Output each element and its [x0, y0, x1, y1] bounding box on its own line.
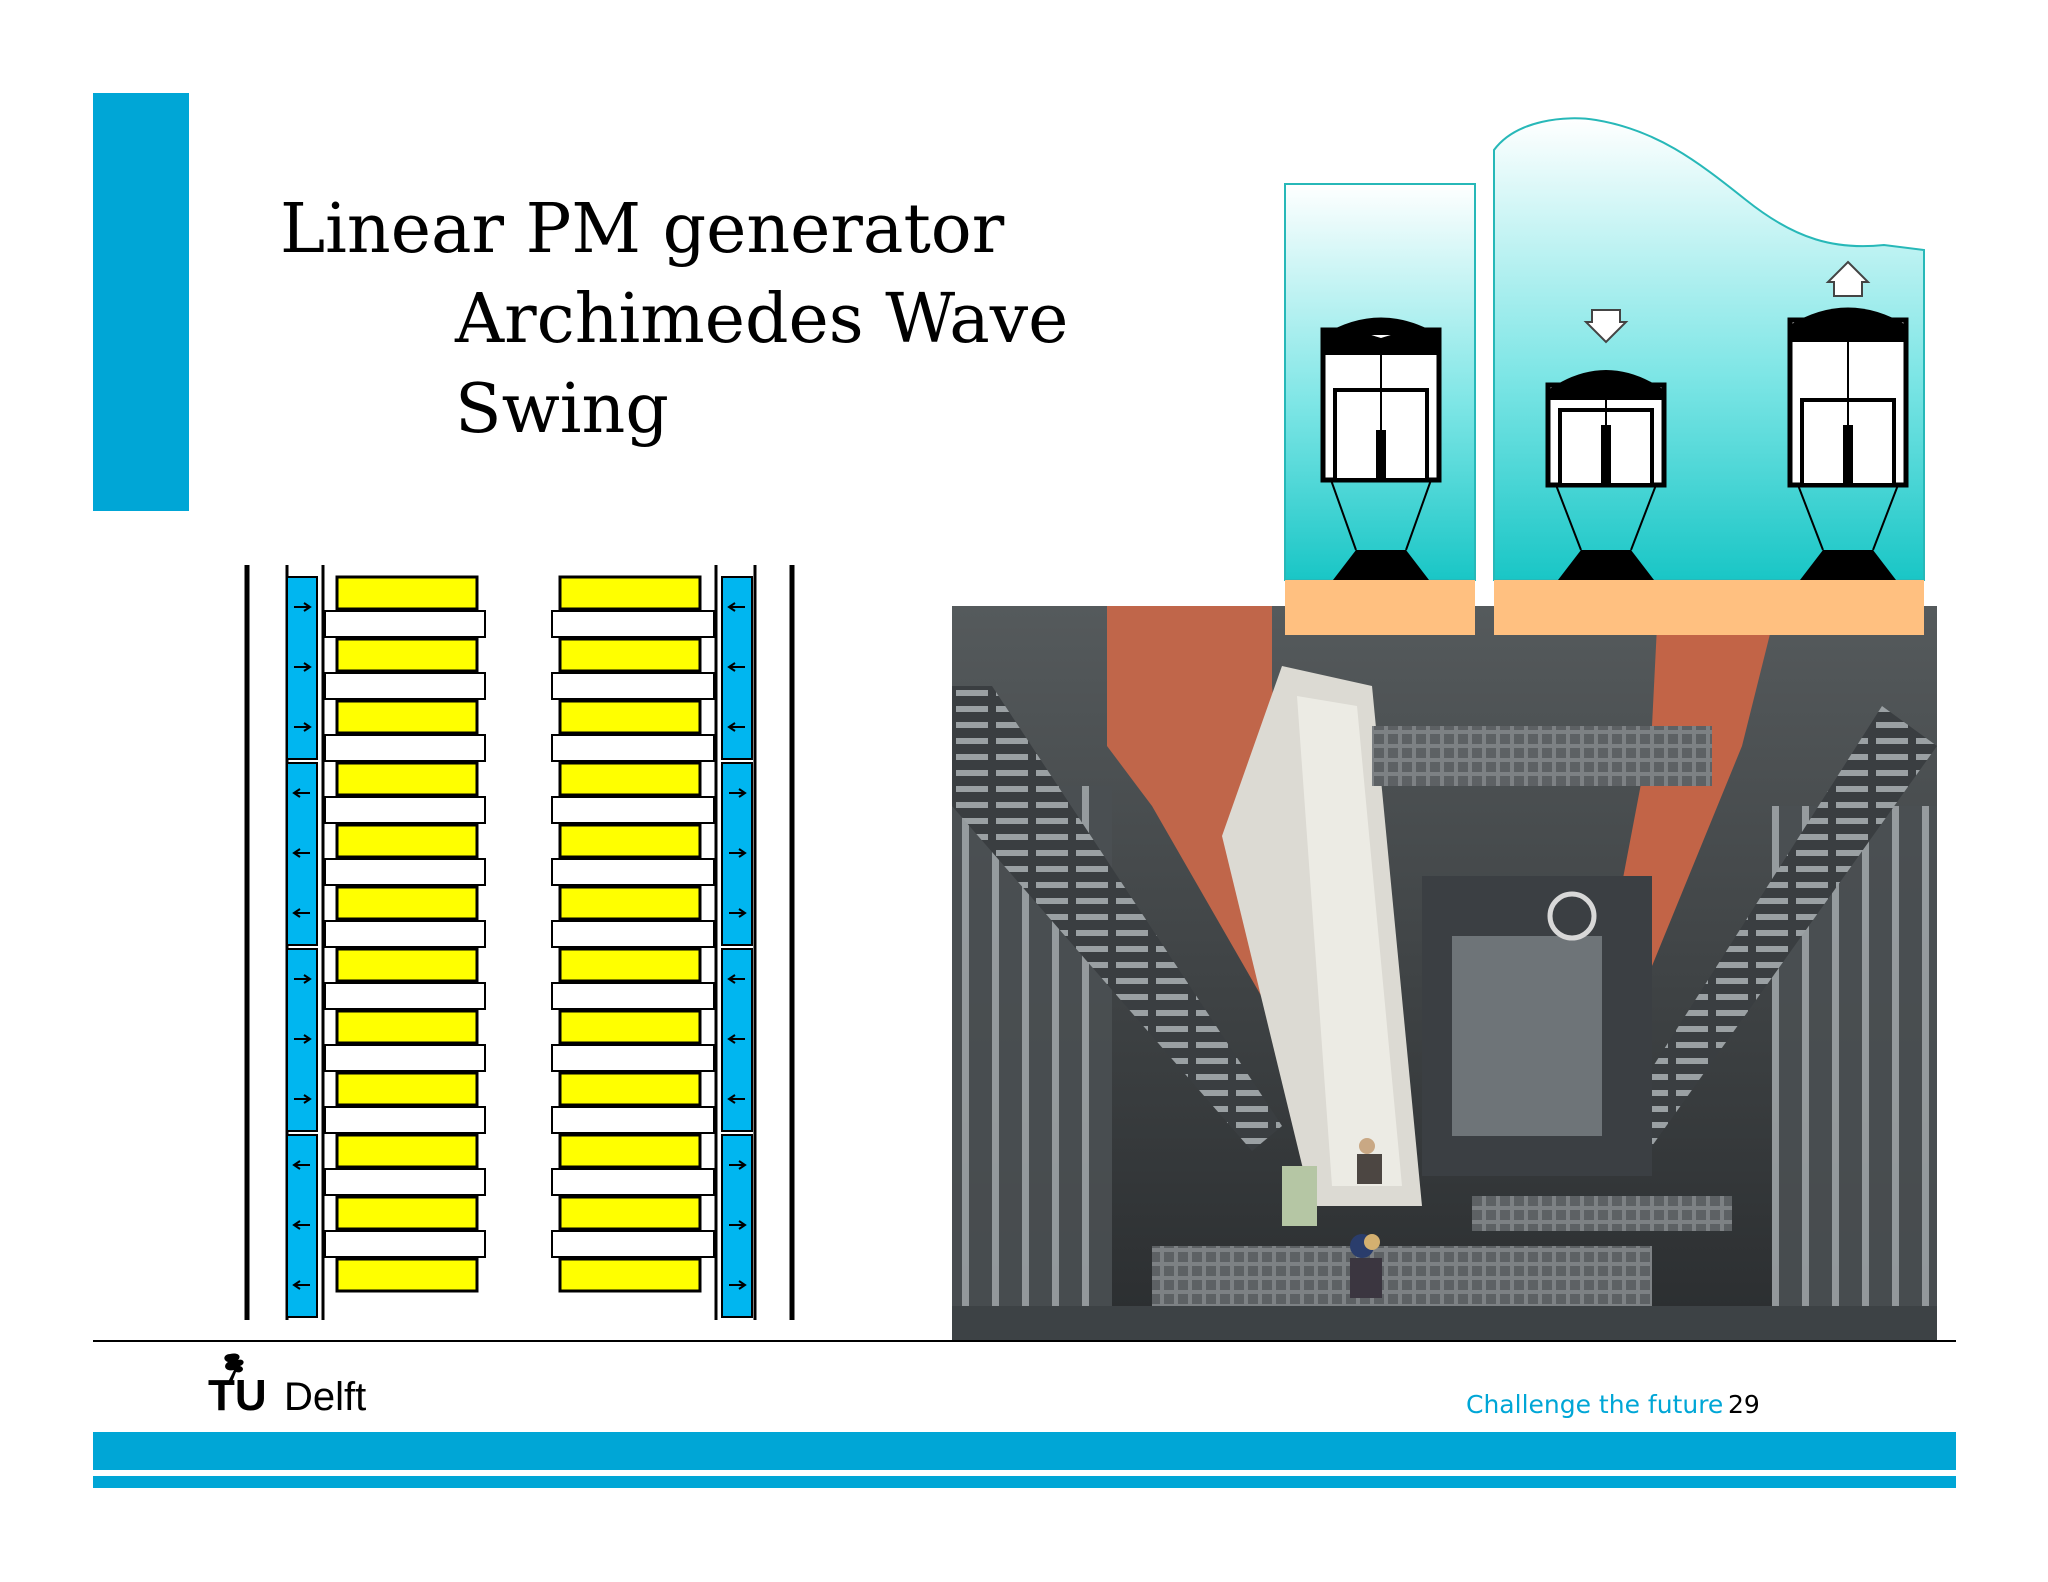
spacer-right: [551, 1168, 715, 1196]
spacer-left: [324, 1044, 486, 1072]
spacer-right: [551, 610, 715, 638]
magnet-left: [335, 823, 479, 859]
magnet-left: [335, 761, 479, 797]
magnet-right: [558, 699, 702, 735]
spacer-left: [324, 920, 486, 948]
magnet-right: [558, 575, 702, 611]
flux-arrow-icon: [294, 974, 312, 984]
flux-arrow-icon: [727, 602, 745, 612]
flux-arrow-icon: [294, 1094, 312, 1104]
magnet-right: [558, 761, 702, 797]
aws-principle-diagram: [1284, 117, 1925, 635]
flux-arrow-icon: [727, 974, 745, 984]
spacer-right: [551, 734, 715, 762]
installation-photo: [952, 606, 1937, 1341]
magnet-right: [558, 1257, 702, 1293]
flux-arrow-icon: [729, 848, 747, 858]
translator-magnets: [324, 575, 715, 1293]
flux-arrow-icon: [729, 1220, 747, 1230]
spacer-left: [324, 1168, 486, 1196]
spacer-left: [324, 858, 486, 886]
spacer-right: [551, 1044, 715, 1072]
arrow-down-icon: [1583, 309, 1629, 344]
page-number: 29: [1728, 1390, 1760, 1419]
magnet-right: [558, 823, 702, 859]
flux-arrow-icon: [292, 788, 310, 798]
slide-title: Linear PM generator Archimedes Wave Swin…: [280, 185, 1068, 455]
spacer-right: [551, 672, 715, 700]
accent-bar: [93, 93, 189, 511]
magnet-left: [335, 1195, 479, 1231]
footer-band: [93, 1432, 1956, 1470]
logo-delft: Delft: [284, 1375, 366, 1419]
spacer-right: [551, 1230, 715, 1258]
seabed-right: [1494, 580, 1924, 635]
generator-cross-section-diagram: [244, 565, 795, 1320]
stator-coils-right: [721, 576, 753, 1318]
title-line-1: Linear PM generator: [280, 190, 1005, 269]
flux-arrow-icon: [292, 1220, 310, 1230]
seabed-left: [1285, 580, 1475, 635]
magnet-left: [335, 947, 479, 983]
flux-arrow-icon: [292, 1280, 310, 1290]
flux-arrow-icon: [292, 1160, 310, 1170]
magnet-left: [335, 1071, 479, 1107]
magnet-right: [558, 1133, 702, 1169]
flux-arrow-icon: [294, 722, 312, 732]
magnet-left: [335, 699, 479, 735]
flux-arrow-icon: [294, 1034, 312, 1044]
spacer-left: [324, 610, 486, 638]
aws-device-2: [1545, 309, 1667, 580]
footer-thin-band: [93, 1476, 1956, 1488]
spacer-left: [324, 982, 486, 1010]
spacer-left: [324, 672, 486, 700]
magnet-right: [558, 1071, 702, 1107]
spacer-right: [551, 796, 715, 824]
logo-tu: TU: [208, 1371, 267, 1420]
flux-arrow-icon: [727, 662, 745, 672]
arrow-up-icon: [1825, 260, 1871, 297]
spacer-left: [324, 796, 486, 824]
flux-arrow-icon: [727, 722, 745, 732]
tudelft-logo: TU Delft: [208, 1353, 366, 1420]
slogan: Challenge the future: [1466, 1390, 1724, 1419]
flux-arrow-icon: [729, 1280, 747, 1290]
flux-arrow-icon: [727, 1034, 745, 1044]
aws-device-3: [1787, 260, 1909, 580]
magnet-left: [335, 885, 479, 921]
flux-arrow-icon: [729, 788, 747, 798]
magnet-left: [335, 1133, 479, 1169]
flux-arrow-icon: [292, 848, 310, 858]
spacer-right: [551, 858, 715, 886]
flux-arrow-icon: [292, 908, 310, 918]
magnet-right: [558, 637, 702, 673]
spacer-left: [324, 1106, 486, 1134]
stator-coils-left: [286, 576, 318, 1318]
aws-device-1: [1320, 317, 1442, 580]
flux-arrow-icon: [294, 602, 312, 612]
magnet-left: [335, 1009, 479, 1045]
magnet-left: [335, 1257, 479, 1293]
magnet-right: [558, 885, 702, 921]
footer-divider: [93, 1340, 1956, 1342]
flame-icon: [224, 1353, 244, 1382]
spacer-right: [551, 920, 715, 948]
magnet-right: [558, 1195, 702, 1231]
flux-arrow-icon: [727, 1094, 745, 1104]
flux-arrow-icon: [729, 908, 747, 918]
spacer-right: [551, 1106, 715, 1134]
magnet-left: [335, 575, 479, 611]
magnet-right: [558, 1009, 702, 1045]
magnet-right: [558, 947, 702, 983]
flux-arrow-icon: [729, 1160, 747, 1170]
magnet-left: [335, 637, 479, 673]
flux-arrow-icon: [294, 662, 312, 672]
title-line-3: Swing: [455, 370, 669, 449]
spacer-left: [324, 734, 486, 762]
spacer-right: [551, 982, 715, 1010]
coil-left: [286, 576, 318, 760]
spacer-left: [324, 1230, 486, 1258]
title-line-2: Archimedes Wave: [455, 280, 1069, 359]
